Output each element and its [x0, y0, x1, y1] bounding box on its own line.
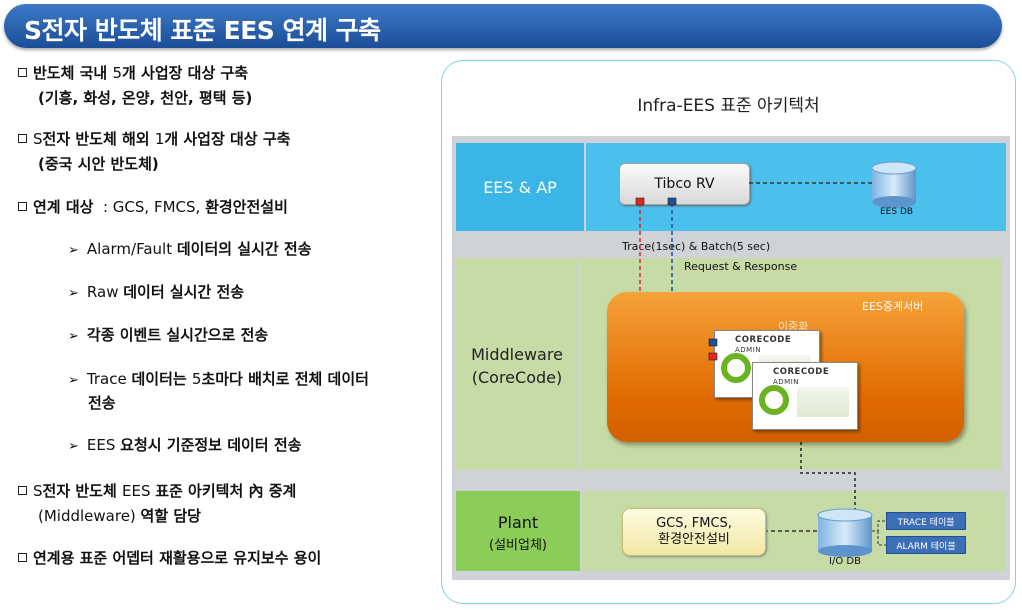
bullet-middleware-role: S전자 반도체 EES 표준 아키텍처 內 중계 [18, 480, 296, 503]
bullet-middleware-role-cont: (Middleware) 역할 담당 [38, 507, 201, 525]
plant-label: Plant [497, 512, 539, 532]
io-db-label: I/O DB [829, 556, 861, 567]
arrow-bullet-icon: ➢ [68, 373, 79, 388]
checkbox-bullet-icon [18, 134, 27, 143]
request-response-label: Request & Response [684, 260, 798, 273]
bullet-domestic-sites: 반도체 국내 5개 사업장 대상 구축 [18, 62, 248, 85]
middleware-label: Middleware [471, 344, 563, 364]
corecode-admin-card-2: CORECODE ADMIN [752, 362, 858, 430]
plant-sub-label: (설비업체) [489, 537, 547, 553]
sub-bullet-trace-batch: ➢Trace 데이터는 5초마다 배치로 전체 데이터 [68, 368, 369, 392]
trace-batch-label: Trace(1sec) & Batch(5 sec) [622, 240, 771, 253]
bullet-overseas-site: S전자 반도체 해외 1개 사업장 대상 구축 [18, 128, 290, 151]
sub-bullet-events: ➢각종 이벤트 실시간으로 전송 [68, 324, 268, 348]
sub-bullet-trace-batch-cont: 전송 [88, 394, 116, 412]
bullet-adapter-reuse: 연계용 표준 어뎁터 재활용으로 유지보수 용이 [18, 547, 321, 570]
sub-bullet-ees-request: ➢EES 요청시 기준정보 데이터 전송 [68, 434, 301, 458]
arrow-bullet-icon: ➢ [68, 286, 79, 301]
relay-server-label: EES중계서버 [862, 300, 924, 313]
plant-label-band [456, 491, 580, 571]
page-title: S전자 반도체 표준 EES 연계 구축 [24, 16, 381, 45]
bullet-domestic-sites-detail: (기흥, 화성, 온양, 천안, 평택 등) [38, 89, 253, 107]
corecode-logo-icon [759, 385, 789, 415]
middleware-label-band [456, 258, 578, 470]
checkbox-bullet-icon [18, 553, 27, 562]
arrow-bullet-icon: ➢ [68, 329, 79, 344]
arrow-bullet-icon: ➢ [68, 439, 79, 454]
checkbox-bullet-icon [18, 202, 27, 211]
arrow-bullet-icon: ➢ [68, 243, 79, 258]
corecode-label: (CoreCode) [471, 367, 563, 387]
plant-equipment-box: GCS, FMCS, 환경안전설비 [622, 508, 766, 556]
checkbox-bullet-icon [18, 486, 27, 495]
ees-ap-label: EES & AP [483, 177, 557, 197]
tibco-rv-box: Tibco RV [619, 163, 750, 205]
title-bar: S전자 반도체 표준 EES 연계 구축 [4, 4, 1002, 48]
bullet-integration-targets: 연계 대상 : GCS, FMCS, 환경안전설비 [18, 196, 288, 219]
architecture-title: Infra-EES 표준 아키텍처 [637, 96, 820, 116]
sub-bullet-raw-data: ➢Raw 데이터 실시간 전송 [68, 281, 244, 305]
ees-label-band [456, 143, 584, 231]
corecode-logo-icon [721, 353, 751, 383]
ees-db-label: EES DB [880, 207, 914, 217]
alarm-table-badge: ALARM 테이블 [886, 536, 966, 554]
bullet-overseas-site-detail: (중국 시안 반도체) [38, 155, 159, 173]
checkbox-bullet-icon [18, 68, 27, 77]
redundancy-label: 이중화 [778, 320, 809, 333]
card-panel [797, 387, 849, 417]
sub-bullet-alarm-fault: ➢Alarm/Fault 데이터의 실시간 전송 [68, 238, 312, 262]
trace-table-badge: TRACE 테이블 [886, 512, 966, 530]
